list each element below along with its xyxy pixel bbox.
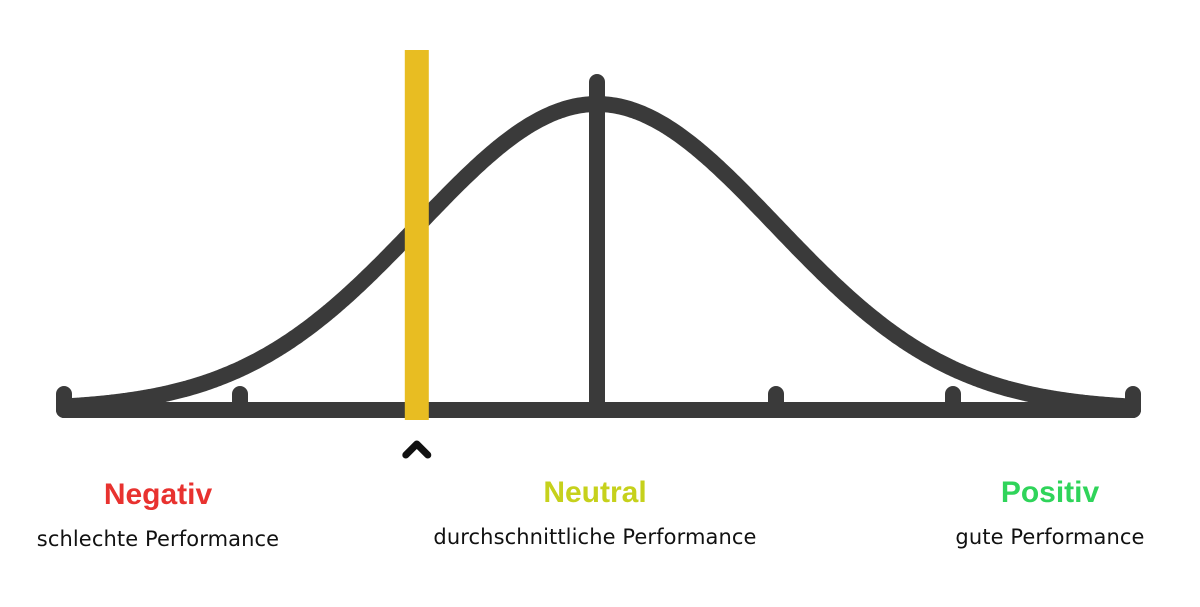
category-negative-title: Negativ bbox=[103, 478, 213, 511]
category-negative: Negativ schlechte Performance bbox=[0, 477, 338, 554]
category-positive-description: gute Performance bbox=[955, 525, 1145, 549]
category-positive: Positiv gute Performance bbox=[870, 475, 1200, 552]
category-neutral-title: Neutral bbox=[543, 476, 647, 509]
category-positive-title: Positiv bbox=[1000, 476, 1100, 509]
category-neutral: Neutral durchschnittliche Performance bbox=[415, 475, 775, 552]
position-marker-bar bbox=[404, 50, 429, 420]
category-neutral-description: durchschnittliche Performance bbox=[433, 525, 757, 549]
chevron-up-icon bbox=[402, 440, 432, 459]
category-negative-description: schlechte Performance bbox=[36, 527, 280, 551]
